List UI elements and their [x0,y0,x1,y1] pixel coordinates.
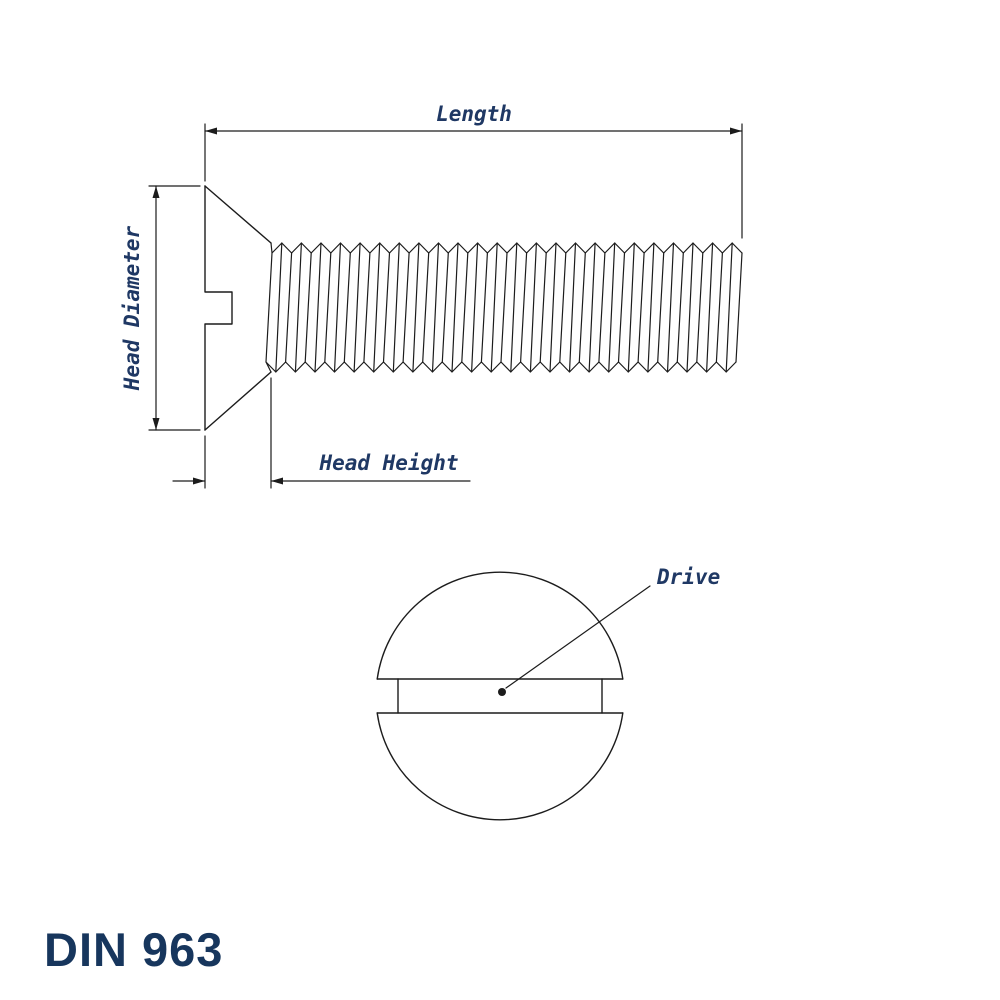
dimension-head-height: Head Height [172,377,471,489]
drive-label: Drive [656,565,720,589]
side-view-drawing: Length Head Diameter Head Height [120,102,743,489]
drive-callout: Drive [498,565,720,696]
thread-crest-bottom [265,361,737,373]
head-bottom-chamfer [204,371,272,431]
front-view-drawing: Drive [376,565,720,821]
head-diameter-label: Head Diameter [120,225,144,391]
dimension-length: Length [204,102,743,239]
screw-head-side [204,185,272,431]
head-height-label: Head Height [318,451,458,475]
drive-leader-line [505,585,651,689]
threaded-shaft [265,242,743,373]
length-arrow-right [730,127,742,135]
head-height-arrow-left [193,477,205,485]
length-label: Length [436,102,512,126]
head-circle-bottom-arc [376,712,624,821]
thread-helix-lines [265,242,743,373]
head-height-arrow-right [271,477,283,485]
length-arrow-left [205,127,217,135]
thread-crest-top [270,242,743,254]
head-diameter-arrow-bottom [152,418,160,430]
screw-head-front [376,571,624,821]
head-diameter-arrow-top [152,186,160,198]
dimension-head-diameter: Head Diameter [120,185,201,431]
head-left-face [204,185,233,431]
standard-title: DIN 963 [44,923,223,976]
drive-point-dot [498,688,506,696]
head-top-chamfer [204,185,272,244]
head-circle-top-arc [376,571,624,680]
